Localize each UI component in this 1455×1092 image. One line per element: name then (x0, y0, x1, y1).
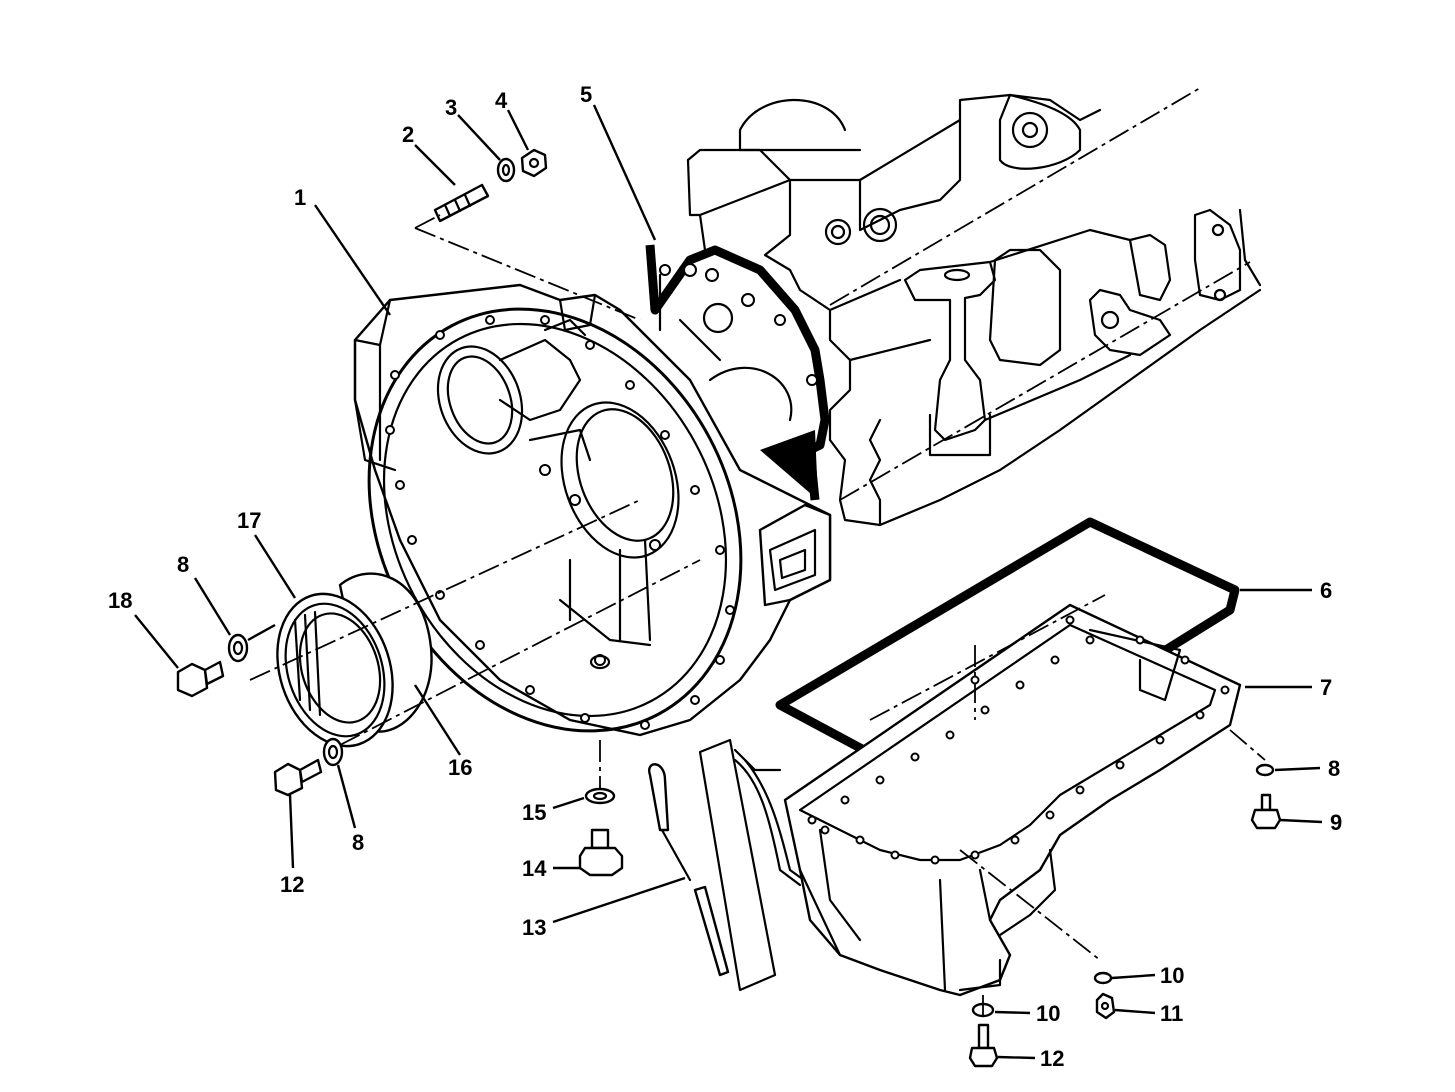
callout-10-lower: 10 (1036, 1001, 1060, 1026)
callout-15: 15 (522, 800, 546, 825)
callout-4: 4 (495, 88, 508, 113)
callout-7: 7 (1320, 675, 1332, 700)
drain-plug (578, 740, 624, 877)
callout-10-upper: 10 (1160, 963, 1184, 988)
callout-3: 3 (445, 95, 457, 120)
callout-2: 2 (402, 122, 414, 147)
pan-fasteners (968, 763, 1282, 1068)
callout-14: 14 (522, 856, 547, 881)
stud-nut-set (414, 148, 641, 321)
seal-and-adapter (249, 499, 701, 748)
left-fasteners (176, 623, 344, 797)
callout-18: 18 (108, 588, 132, 613)
rear-plate-gasket (645, 244, 830, 501)
callout-5: 5 (580, 82, 592, 107)
engine-block (686, 87, 1262, 527)
housing-bolt-holes (385, 315, 735, 730)
callout-leaders (134, 104, 1323, 1060)
callout-16: 16 (448, 755, 472, 780)
callout-17: 17 (237, 508, 261, 533)
callout-12-right: 12 (1040, 1046, 1064, 1071)
callout-9: 9 (1330, 810, 1342, 835)
callout-6: 6 (1320, 578, 1332, 603)
callout-12-left: 12 (280, 872, 304, 897)
dipstick-assembly (648, 738, 810, 992)
callout-8-upper-left: 8 (177, 552, 189, 577)
oil-pan (783, 594, 1266, 997)
callout-11: 11 (1160, 1001, 1183, 1026)
callout-8-lower-left: 8 (352, 830, 364, 855)
callout-labels: 1 2 3 4 5 6 7 8 8 8 9 10 10 11 12 12 13 … (108, 82, 1342, 1071)
callout-13: 13 (522, 915, 546, 940)
callout-8-right: 8 (1328, 756, 1340, 781)
pan-flange-holes (807, 615, 1230, 865)
callout-1: 1 (294, 185, 306, 210)
